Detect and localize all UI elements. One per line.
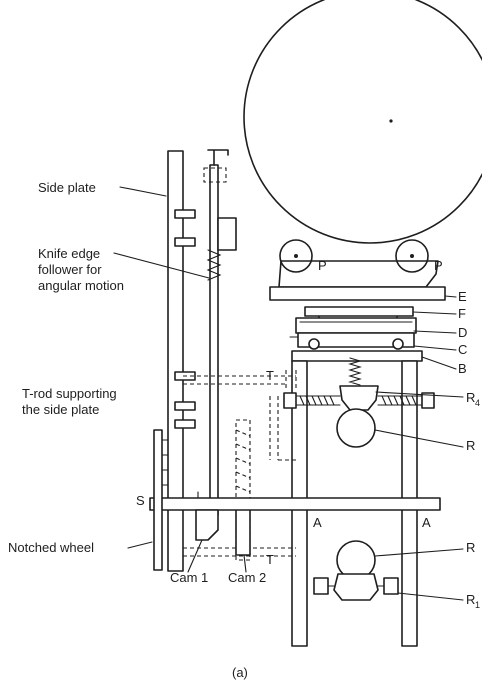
label-side-plate: Side plate bbox=[38, 180, 96, 195]
label-r-mid: R bbox=[466, 438, 475, 453]
follower-spring bbox=[206, 249, 222, 281]
label-knife-edge-1: Knife edge bbox=[38, 246, 100, 261]
label-e: E bbox=[458, 289, 467, 304]
pulley-right bbox=[395, 239, 429, 273]
large-sphere bbox=[243, 0, 482, 244]
caption: (a) bbox=[232, 665, 248, 680]
vertical-spring bbox=[348, 357, 362, 386]
label-f: F bbox=[458, 306, 466, 321]
label-p-right: P bbox=[434, 258, 443, 273]
cam1 bbox=[195, 509, 219, 541]
label-c: C bbox=[458, 342, 467, 357]
screw-right bbox=[377, 395, 423, 406]
shaft-s bbox=[149, 497, 441, 511]
frame-top-bar bbox=[291, 350, 423, 362]
notched-wheel bbox=[153, 429, 163, 571]
label-t-upper: T bbox=[266, 368, 274, 383]
label-p-left: P bbox=[318, 258, 327, 273]
cam2 bbox=[235, 504, 251, 556]
label-a-right: A bbox=[422, 515, 431, 530]
screw-left bbox=[295, 395, 341, 406]
plate-e bbox=[269, 286, 446, 301]
label-r-low: R bbox=[466, 540, 475, 555]
label-cam1: Cam 1 bbox=[170, 570, 208, 585]
label-b: B bbox=[458, 361, 467, 376]
label-knife-edge-2: follower for bbox=[38, 262, 102, 277]
label-knife-edge-3: angular motion bbox=[38, 278, 124, 293]
label-notched-wheel: Notched wheel bbox=[8, 540, 94, 555]
label-trod-1: T-rod supporting bbox=[22, 386, 117, 401]
cam2-spring bbox=[235, 419, 251, 561]
ball-middle bbox=[336, 408, 376, 448]
trapezoid-mount bbox=[278, 260, 439, 288]
label-a-left: A bbox=[313, 515, 322, 530]
label-r-upper-clamp: R bbox=[466, 390, 475, 405]
t-rod-upper bbox=[183, 370, 297, 390]
lower-clamp bbox=[333, 573, 379, 601]
label-r-low-clamp: R bbox=[466, 592, 475, 607]
label-r-low-clamp-sub: 1 bbox=[475, 600, 480, 610]
label-trod-2: the side plate bbox=[22, 402, 99, 417]
plate-d bbox=[297, 332, 415, 348]
side-plate bbox=[167, 150, 184, 572]
pulley-left bbox=[279, 239, 313, 273]
label-r-upper-clamp-sub: 4 bbox=[475, 398, 480, 408]
upper-clamp bbox=[339, 385, 379, 411]
knife-edge-follower-rod bbox=[209, 164, 219, 516]
plate-f bbox=[304, 306, 414, 317]
sphere-mark bbox=[389, 119, 393, 123]
label-s: S bbox=[136, 493, 145, 508]
label-d: D bbox=[458, 325, 467, 340]
label-t-lower: T bbox=[266, 552, 274, 567]
label-cam2: Cam 2 bbox=[228, 570, 266, 585]
